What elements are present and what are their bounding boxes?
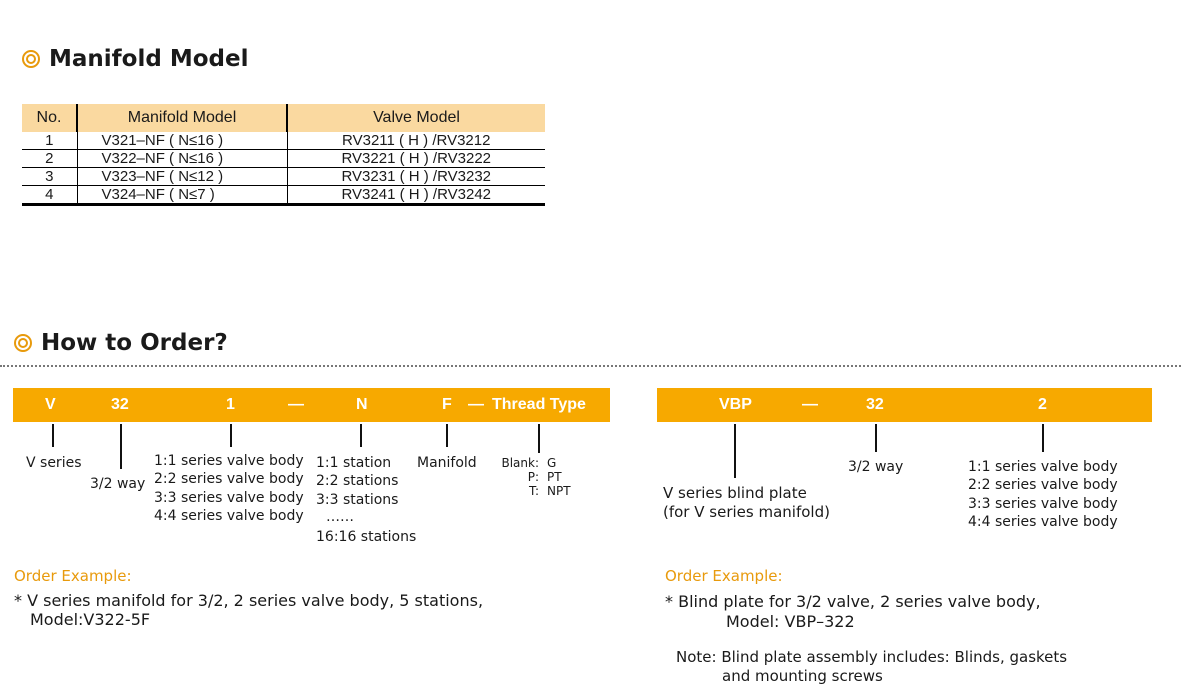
label-body-1: 1:1 series valve body bbox=[154, 453, 304, 469]
note-line2: and mounting screws bbox=[722, 667, 883, 685]
connector-line bbox=[734, 424, 736, 478]
label-body-3: 3:3 series valve body bbox=[154, 490, 304, 506]
left-order-example-line1: * V series manifold for 3/2, 2 series va… bbox=[14, 591, 484, 610]
cell-no: 2 bbox=[22, 149, 78, 168]
code-dash: — bbox=[802, 396, 818, 413]
label-station-16: 16:16 stations bbox=[316, 529, 417, 545]
code-dash: — bbox=[288, 396, 304, 413]
left-order-example-heading: Order Example: bbox=[14, 567, 132, 585]
cell-manifold: V324–NF ( N≤7 ) bbox=[77, 185, 288, 206]
code-n: N bbox=[356, 396, 368, 413]
cell-valve: RV3221 ( H ) /RV3222 bbox=[287, 149, 545, 168]
thread-key-t: T: bbox=[528, 484, 539, 498]
connector-line bbox=[1042, 424, 1044, 452]
label-body-1: 1:1 series valve body bbox=[968, 459, 1118, 475]
label-body-2: 2:2 series valve body bbox=[154, 471, 304, 487]
label-v-series: V series bbox=[26, 455, 82, 471]
manifold-table: No. Manifold Model Valve Model 1 V321–NF… bbox=[22, 104, 545, 206]
thread-val-pt: PT bbox=[547, 470, 562, 484]
label-body-4: 4:4 series valve body bbox=[968, 514, 1118, 530]
label-station-2: 2:2 stations bbox=[316, 473, 399, 489]
order-section-title: How to Order? bbox=[14, 330, 228, 356]
right-order-example-model: Model: VBP–322 bbox=[726, 612, 855, 631]
connector-line bbox=[875, 424, 877, 452]
label-blind-plate-note: (for V series manifold) bbox=[663, 503, 830, 521]
code-vbp: VBP bbox=[719, 396, 752, 413]
code-2: 2 bbox=[1038, 396, 1047, 413]
label-manifold: Manifold bbox=[417, 455, 477, 471]
table-row: 2 V322–NF ( N≤16 ) RV3221 ( H ) /RV3222 bbox=[22, 149, 545, 168]
connector-line bbox=[446, 424, 448, 447]
manifold-section-title: Manifold Model bbox=[22, 46, 248, 72]
label-blind-plate: V series blind plate bbox=[663, 484, 807, 502]
code-f: F bbox=[442, 396, 452, 413]
label-body-2: 2:2 series valve body bbox=[968, 477, 1118, 493]
cell-no: 3 bbox=[22, 167, 78, 186]
connector-line bbox=[538, 424, 540, 453]
table-row: 3 V323–NF ( N≤12 ) RV3231 ( H ) /RV3232 bbox=[22, 167, 545, 186]
double-circle-icon bbox=[22, 50, 40, 68]
thread-key-p: P: bbox=[527, 470, 539, 484]
code-32: 32 bbox=[866, 396, 884, 413]
manifold-title-text: Manifold Model bbox=[49, 46, 249, 72]
cell-manifold: V323–NF ( N≤12 ) bbox=[77, 167, 288, 186]
code-dash: — bbox=[468, 396, 484, 413]
note-line1: Note: Blind plate assembly includes: Bli… bbox=[676, 648, 1068, 666]
code-1: 1 bbox=[226, 396, 235, 413]
table-row: 4 V324–NF ( N≤7 ) RV3241 ( H ) /RV3242 bbox=[22, 185, 545, 206]
cell-valve: RV3231 ( H ) /RV3232 bbox=[287, 167, 545, 186]
header-manifold-model: Manifold Model bbox=[77, 104, 288, 132]
connector-line bbox=[360, 424, 362, 447]
cell-no: 1 bbox=[22, 132, 78, 150]
cell-valve: RV3241 ( H ) /RV3242 bbox=[287, 185, 545, 206]
blind-plate-code-bar: VBP — 32 2 bbox=[657, 388, 1152, 422]
label-body-4: 4:4 series valve body bbox=[154, 508, 304, 524]
code-32: 32 bbox=[111, 396, 129, 413]
label-way: 3/2 way bbox=[848, 459, 904, 475]
dotted-divider bbox=[0, 365, 1181, 367]
table-header-row: No. Manifold Model Valve Model bbox=[22, 104, 545, 132]
header-valve-model: Valve Model bbox=[287, 104, 545, 132]
thread-val-npt: NPT bbox=[547, 484, 571, 498]
label-station-3: 3:3 stations bbox=[316, 492, 399, 508]
right-order-example-heading: Order Example: bbox=[665, 567, 783, 585]
header-no: No. bbox=[22, 104, 78, 132]
code-v: V bbox=[45, 396, 56, 413]
double-circle-icon bbox=[14, 334, 32, 352]
table-row: 1 V321–NF ( N≤16 ) RV3211 ( H ) /RV3212 bbox=[22, 132, 545, 150]
label-way: 3/2 way bbox=[90, 476, 146, 492]
connector-line bbox=[120, 424, 122, 469]
manifold-code-bar: V 32 1 — N F — Thread Type bbox=[13, 388, 610, 422]
code-thread-type: Thread Type bbox=[492, 396, 586, 413]
label-station-ellipsis: …… bbox=[326, 509, 354, 525]
connector-line bbox=[230, 424, 232, 447]
right-order-example-line1: * Blind plate for 3/2 valve, 2 series va… bbox=[665, 592, 1041, 611]
left-order-example-model: Model:V322-5F bbox=[30, 610, 151, 629]
connector-line bbox=[52, 424, 54, 447]
cell-manifold: V321–NF ( N≤16 ) bbox=[77, 132, 288, 150]
order-title-text: How to Order? bbox=[41, 330, 228, 356]
thread-key-blank: Blank: bbox=[501, 456, 539, 470]
cell-valve: RV3211 ( H ) /RV3212 bbox=[287, 132, 545, 150]
thread-val-g: G bbox=[547, 456, 557, 470]
cell-manifold: V322–NF ( N≤16 ) bbox=[77, 149, 288, 168]
label-body-3: 3:3 series valve body bbox=[968, 496, 1118, 512]
label-station-1: 1:1 station bbox=[316, 455, 392, 471]
cell-no: 4 bbox=[22, 185, 78, 206]
